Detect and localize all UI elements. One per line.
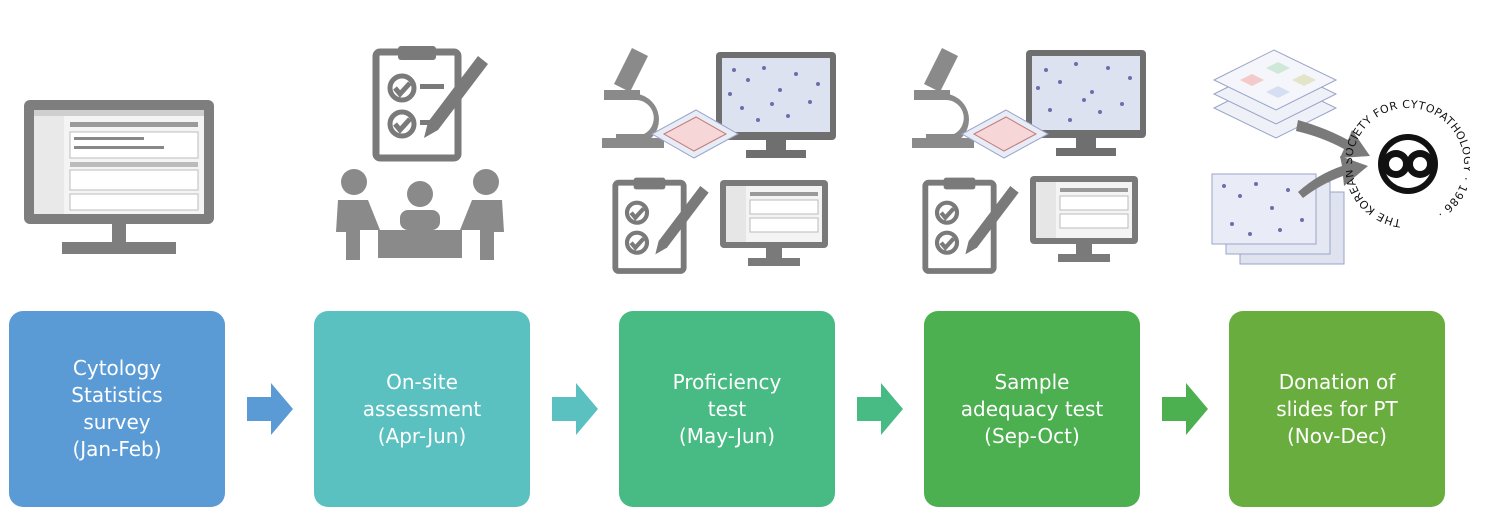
step-label: Sample adequacy test (Sep-Oct) bbox=[961, 369, 1103, 450]
form-monitor-icon bbox=[720, 180, 828, 266]
slide-stack-icon bbox=[650, 109, 740, 159]
checklist-icon bbox=[612, 177, 709, 274]
meeting-icon bbox=[336, 169, 504, 260]
step-box-statistics-survey: Cytology Statistics survey (Jan-Feb) bbox=[9, 311, 225, 507]
step-label: On-site assessment (Apr-Jun) bbox=[363, 369, 482, 450]
step-box-proficiency-test: Proficiency test (May-Jun) bbox=[619, 311, 835, 507]
logo-icon: THE KOREAN SOCIETY FOR CYTOPATHOLOGY · 1… bbox=[1346, 98, 1470, 230]
step-line: assessment bbox=[362, 396, 482, 421]
slide-monitor-icon bbox=[716, 52, 836, 158]
checklist-icon bbox=[922, 177, 1019, 274]
step-box-onsite-assessment: On-site assessment (Apr-Jun) bbox=[314, 311, 530, 507]
step-box-sample-adequacy-test: Sample adequacy test (Sep-Oct) bbox=[924, 311, 1140, 507]
survey-monitor-icon bbox=[24, 100, 214, 254]
form-monitor-icon bbox=[1030, 176, 1138, 262]
slide-images-icon bbox=[1211, 173, 1345, 265]
step-label: Cytology Statistics survey (Jan-Feb) bbox=[71, 355, 162, 463]
step-line: Cytology bbox=[72, 356, 162, 380]
step-line: (May-Jun) bbox=[678, 423, 776, 448]
step-line: Sample bbox=[994, 369, 1070, 394]
step-line: Statistics bbox=[71, 383, 163, 407]
step-line: test bbox=[707, 396, 747, 421]
flow-arrow-icon bbox=[1162, 383, 1208, 435]
step-line: Proficiency bbox=[672, 369, 782, 394]
step-line: (Jan-Feb) bbox=[72, 437, 162, 461]
microscope-icon bbox=[912, 48, 974, 148]
step-line: slides for PT bbox=[1276, 396, 1398, 421]
step-line: Donation of bbox=[1278, 369, 1396, 394]
checklist-icon bbox=[372, 46, 488, 162]
step-line: (Apr-Jun) bbox=[377, 423, 467, 448]
step-label: Donation of slides for PT (Nov-Dec) bbox=[1276, 369, 1397, 450]
step-line: adequacy test bbox=[960, 396, 1104, 421]
flow-arrow-icon bbox=[857, 383, 903, 435]
flow-arrow-icon bbox=[247, 383, 293, 435]
slide-monitor-icon bbox=[1026, 50, 1146, 156]
flow-arrow-icon bbox=[552, 383, 598, 435]
slide-stack-icon bbox=[960, 109, 1050, 159]
step-label: Proficiency test (May-Jun) bbox=[673, 369, 782, 450]
step-line: On-site bbox=[386, 369, 458, 394]
microscope-icon bbox=[602, 48, 664, 148]
step-line: (Sep-Oct) bbox=[984, 423, 1080, 448]
step-line: survey bbox=[83, 410, 151, 434]
step-line: (Nov-Dec) bbox=[1286, 423, 1387, 448]
transfer-arrows bbox=[1296, 120, 1370, 198]
step-box-slide-donation: Donation of slides for PT (Nov-Dec) bbox=[1229, 311, 1445, 507]
